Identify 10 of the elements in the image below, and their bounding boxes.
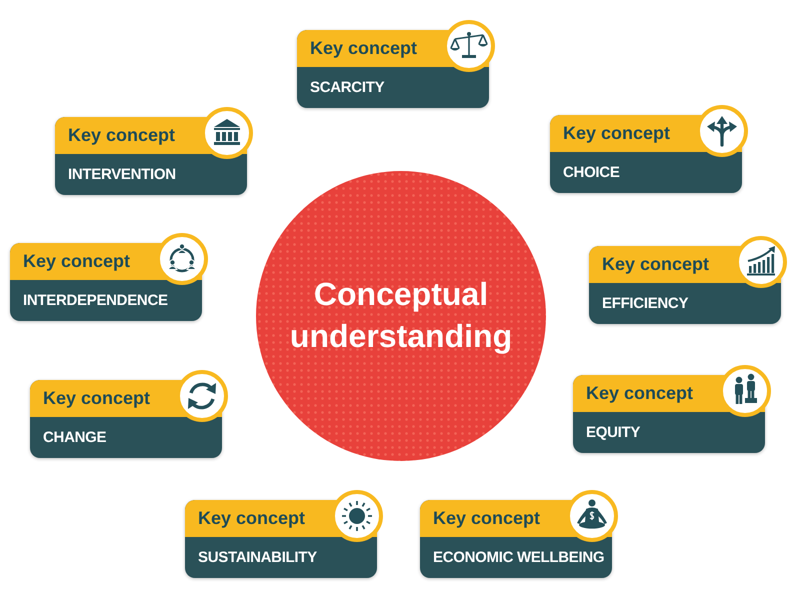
concept-name: CHANGE	[43, 428, 106, 448]
concept-name: EQUITY	[586, 423, 640, 443]
concept-name: INTERDEPENDENCE	[23, 291, 168, 311]
concept-name: INTERVENTION	[68, 165, 176, 185]
circle-title: Conceptual understanding	[288, 275, 514, 356]
concept-name: CHOICE	[563, 163, 620, 183]
concept-name: SUSTAINABILITY	[198, 548, 317, 568]
concept-name: ECONOMIC WELLBEING	[433, 548, 604, 568]
concept-name: EFFICIENCY	[602, 294, 688, 314]
concept-name: SCARCITY	[310, 78, 384, 98]
